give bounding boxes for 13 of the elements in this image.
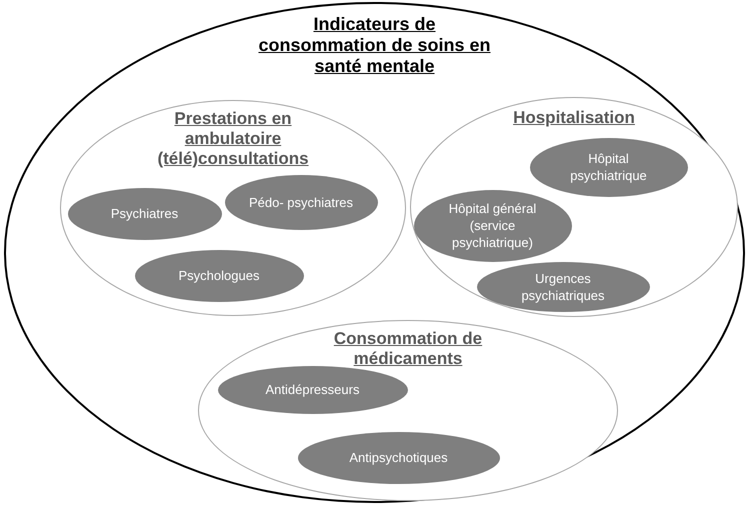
region-title: Consommation de médicaments	[333, 329, 483, 369]
node-label: Antipsychotiques	[349, 449, 448, 466]
region-title: Hospitalisation	[512, 108, 636, 128]
node-label: Hôpital psychiatrique	[569, 150, 648, 184]
region-title: Prestations en ambulatoire (télé)consultations	[156, 109, 310, 169]
node-label: Psychiatres	[110, 205, 178, 222]
node-label: Urgences psychiatriques	[520, 270, 606, 304]
node-label: Pédo- psychiatres	[248, 194, 354, 210]
node-label: Antidépresseurs	[266, 381, 360, 398]
node-label: Hôpital général (service psychiatrique)	[448, 200, 538, 251]
oval-node	[414, 190, 572, 262]
node-label: Psychologues	[178, 267, 260, 284]
region-title: Indicateurs de consommation de soins en santé mentale	[257, 14, 492, 77]
